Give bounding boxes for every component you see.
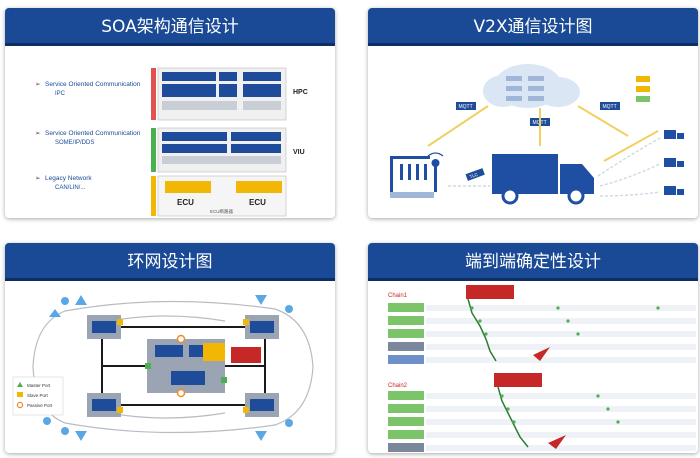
- legend-arrow-icon: ➢: [35, 130, 41, 137]
- mqtt-badge-3: MQTT: [603, 104, 617, 110]
- hpc-block: HPC: [151, 67, 308, 121]
- truck-icon: [492, 154, 594, 205]
- card-title: 端到端确定性设计: [368, 243, 698, 281]
- sensor-icons: [43, 295, 293, 441]
- hpc-label: HPC: [293, 89, 308, 96]
- small-truck-icon: [664, 130, 684, 195]
- timeline-dots: [470, 306, 660, 424]
- v2v-links: [448, 137, 661, 197]
- chain2-path: [497, 386, 529, 448]
- chain2-rows: [388, 391, 696, 452]
- roadside-fence-icon: [390, 156, 434, 198]
- e2e-diagram: Chain1 Chain2: [368, 281, 698, 453]
- legend-sub-2: SOME/IP/DDS: [55, 140, 94, 146]
- card-e2e: 端到端确定性设计 Chain1 Chain2: [368, 243, 698, 453]
- central-switch: [147, 339, 261, 393]
- chain1-rows: [388, 303, 696, 364]
- ecu-label-2: ECU: [249, 198, 266, 207]
- legend-master-port: Master Port: [27, 383, 51, 388]
- chain2-label: Chain2: [388, 383, 408, 389]
- card-title: SOA架构通信设计: [5, 8, 335, 46]
- chain1-path: [467, 298, 497, 362]
- legend-passive-port: Passive Port: [27, 403, 53, 408]
- legend-arrow-icon: ➢: [35, 175, 41, 182]
- port-legend: Master Port Slave Port Passive Port: [12, 376, 64, 416]
- card-v2x: V2X通信设计图 MQTT MQTT MQTT: [368, 8, 698, 218]
- ring-diagram: Master Port Slave Port Passive Port: [5, 281, 335, 453]
- v2x-diagram: MQTT MQTT MQTT TLC: [368, 46, 698, 218]
- tlc-badge: TLC: [469, 171, 479, 179]
- mqtt-badge-1: MQTT: [459, 104, 473, 110]
- card-ring: 环网设计图: [5, 243, 335, 453]
- soa-legend: ➢ Service Oriented Communication IPC ➢ S…: [35, 81, 141, 191]
- cloud-icon: [483, 64, 580, 108]
- soa-diagram: ➢ Service Oriented Communication IPC ➢ S…: [5, 46, 335, 218]
- corner-switches: [87, 315, 279, 417]
- card-title: V2X通信设计图: [368, 8, 698, 46]
- legend-sub-3: CAN/LIN/...: [55, 185, 86, 191]
- ecu-block: ECU ECU ECU断路器: [151, 175, 287, 217]
- legend-title-1: Service Oriented Communication: [45, 81, 141, 88]
- viu-block: VIU: [151, 127, 305, 173]
- card-soa: SOA架构通信设计 ➢ Service Oriented Communicati…: [5, 8, 335, 218]
- ecu-caption: ECU断路器: [210, 208, 234, 215]
- ecu-label-1: ECU: [177, 198, 194, 207]
- legend-title-2: Service Oriented Communication: [45, 130, 141, 137]
- viu-label: VIU: [293, 149, 305, 156]
- chain2-flag-icon: [548, 435, 566, 449]
- legend-slave-port: Slave Port: [27, 393, 49, 398]
- chain1-flag-icon: [533, 347, 550, 361]
- port-markers: [117, 319, 249, 413]
- chain2-deadline-box: [494, 373, 542, 387]
- chain1-deadline-box: [466, 285, 514, 299]
- legend-arrow-icon: ➢: [35, 81, 41, 88]
- legend-title-3: Legacy Network: [45, 175, 92, 182]
- link-arrows: [427, 105, 659, 162]
- antenna-icon: [427, 152, 444, 192]
- chain1-label: Chain1: [388, 293, 408, 299]
- legend-sub-1: IPC: [55, 91, 66, 97]
- card-title: 环网设计图: [5, 243, 335, 281]
